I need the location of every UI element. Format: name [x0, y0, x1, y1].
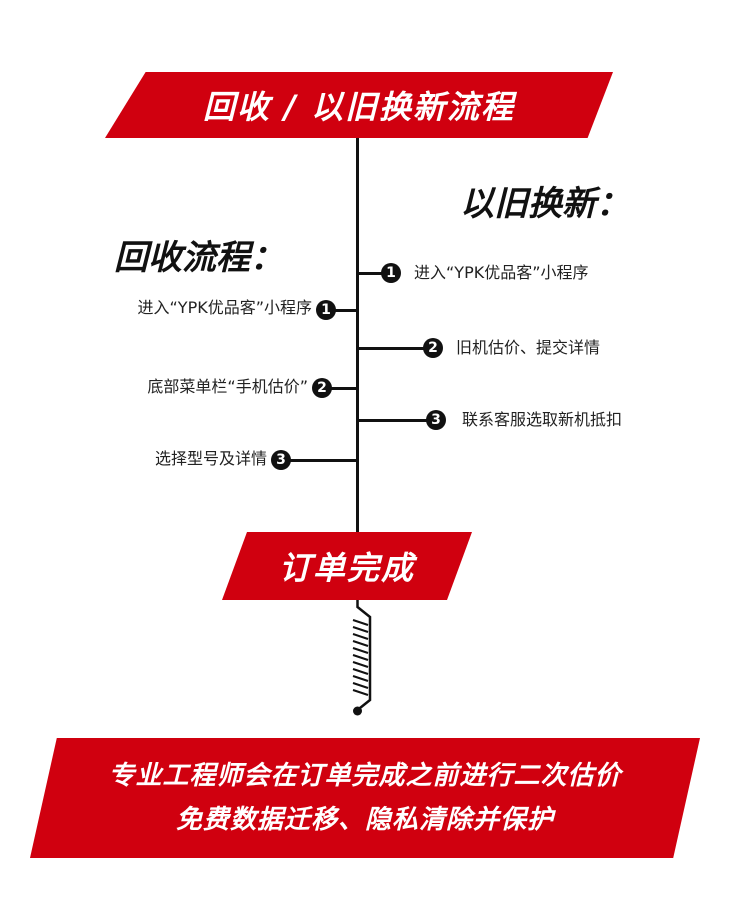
timeline-main-line — [356, 138, 359, 532]
connector — [357, 347, 427, 350]
step-number-badge: 1 — [316, 300, 336, 320]
recycle-step-1: 进入“YPK优品客”小程序 — [137, 298, 313, 317]
footer-line-1: 专业工程师会在订单完成之前进行二次估价 — [108, 761, 622, 791]
page-title: 回收 / 以旧换新流程 — [203, 88, 515, 126]
tradein-heading: 以旧换新： — [460, 184, 630, 224]
step-number-badge: 3 — [426, 410, 446, 430]
tradein-step-1: 进入“YPK优品客”小程序 — [414, 263, 589, 282]
recycle-step-2: 底部菜单栏“手机估价” — [147, 377, 308, 396]
order-complete-banner: 订单完成 — [222, 532, 472, 600]
tradein-step-2: 旧机估价、提交详情 — [456, 338, 601, 357]
cable-plug-icon — [352, 600, 372, 716]
connector — [357, 419, 429, 422]
step-number-badge: 2 — [312, 378, 332, 398]
order-complete-label: 订单完成 — [278, 549, 415, 587]
step-number-badge: 3 — [271, 450, 291, 470]
connector — [330, 309, 357, 312]
tradein-step-3: 联系客服选取新机抵扣 — [462, 410, 623, 429]
footer-banner: 专业工程师会在订单完成之前进行二次估价 免费数据迁移、隐私清除并保护 — [30, 738, 700, 858]
recycle-step-3: 选择型号及详情 — [154, 449, 267, 468]
recycle-heading: 回收流程： — [114, 238, 284, 278]
footer-line-2: 免费数据迁移、隐私清除并保护 — [175, 805, 554, 835]
step-number-badge: 2 — [423, 338, 443, 358]
connector — [357, 272, 387, 275]
title-banner: 回收 / 以旧换新流程 — [105, 72, 613, 138]
step-number-badge: 1 — [381, 263, 401, 283]
connector — [325, 387, 357, 390]
connector — [285, 459, 357, 462]
